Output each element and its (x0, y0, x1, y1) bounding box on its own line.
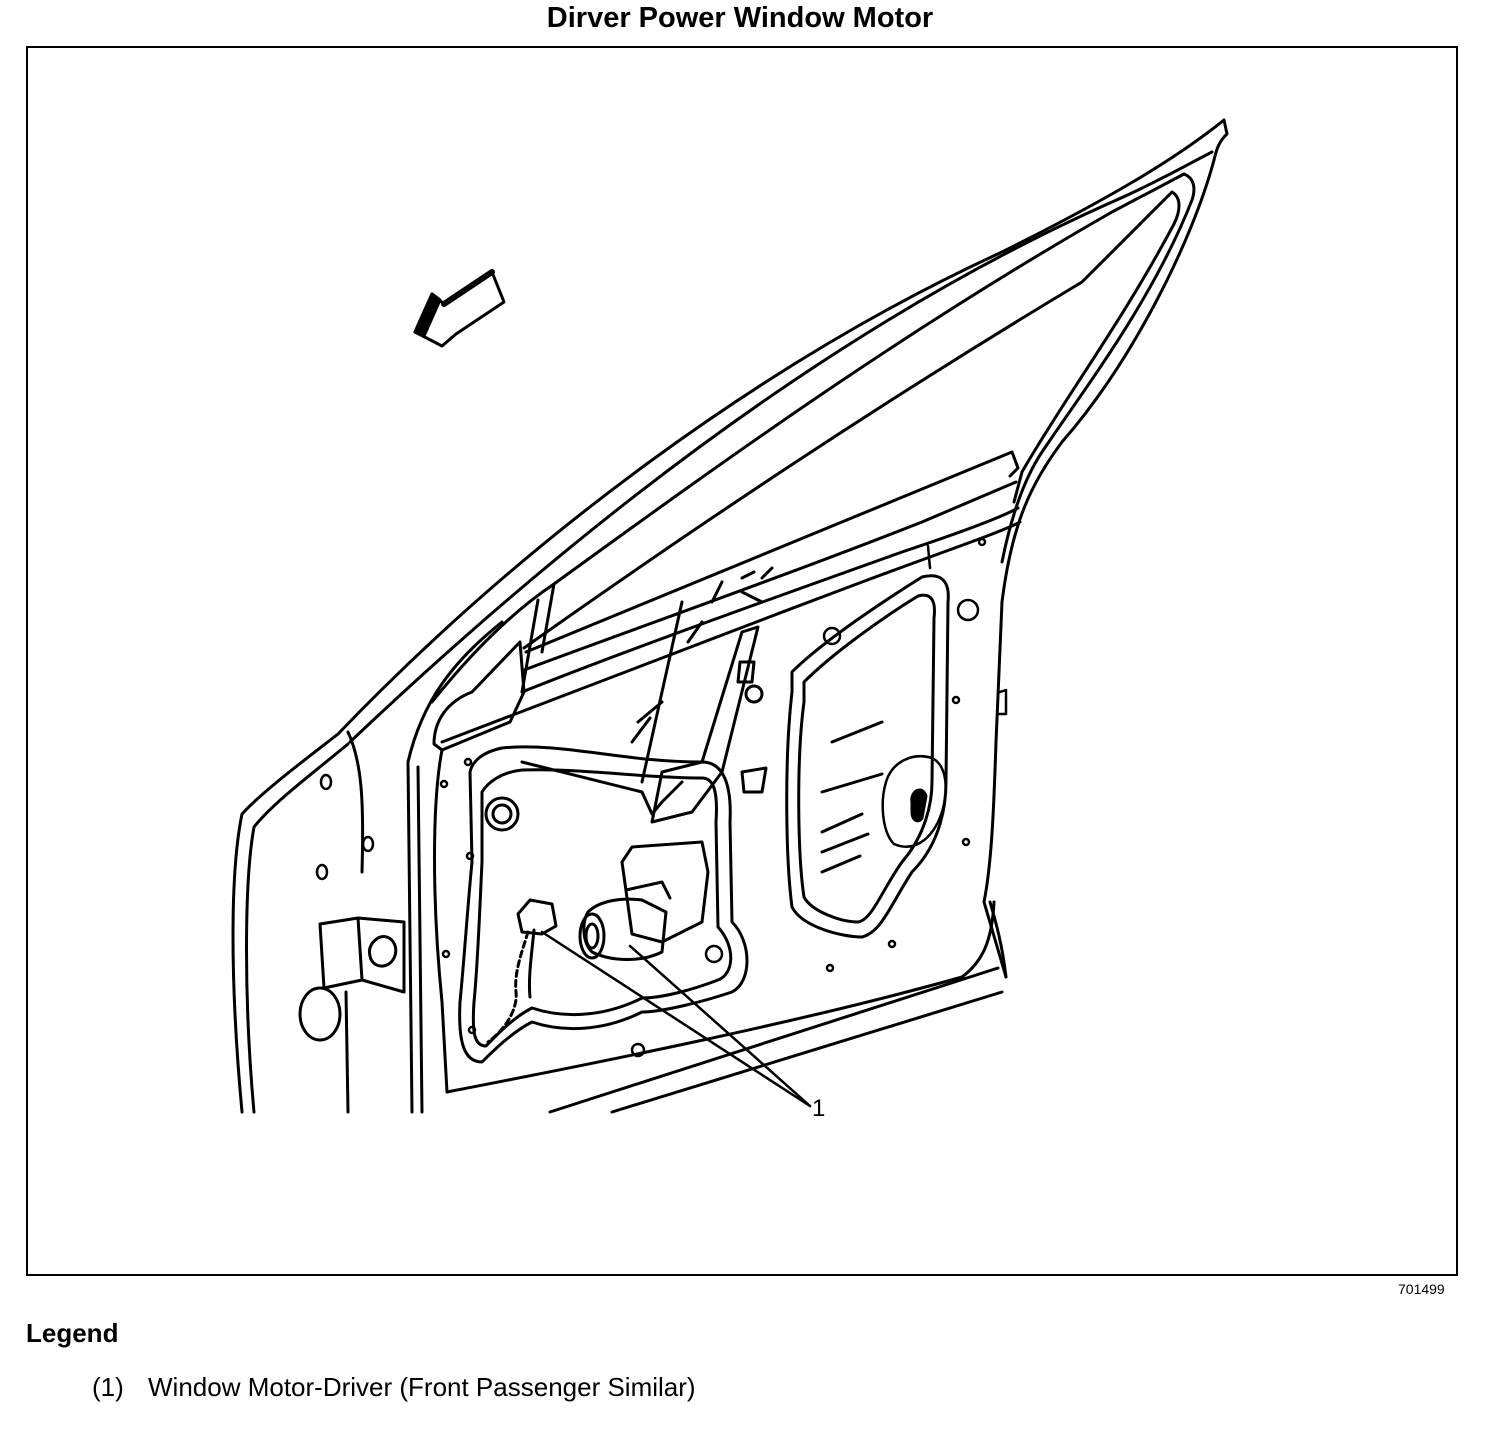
direction-arrow-icon (413, 269, 506, 348)
legend-item-text: Window Motor-Driver (Front Passenger Sim… (148, 1372, 696, 1402)
hinge-pillar (298, 730, 406, 1114)
callout-number: 1 (812, 1095, 826, 1122)
belt-line (432, 450, 1022, 752)
legend-heading: Legend (26, 1318, 119, 1348)
door-illustration (231, 118, 1229, 1114)
figure-id: 701499 (1398, 1281, 1445, 1297)
diagram-title: Dirver Power Window Motor (546, 2, 934, 34)
window-motor (578, 840, 710, 961)
legend-item-number: (1) (92, 1372, 124, 1402)
inner-panel (433, 748, 1008, 1114)
panel-holes (315, 537, 1008, 1058)
door-frame (231, 118, 1229, 1114)
illustration-frame (26, 46, 1458, 1276)
window-regulator (630, 566, 774, 824)
wire-harness (486, 898, 558, 1044)
callout-leader-lines (540, 930, 812, 1108)
access-opening-rear (785, 574, 950, 939)
legend-item: (1) Window Motor-Driver (Front Passenger … (92, 1372, 696, 1403)
